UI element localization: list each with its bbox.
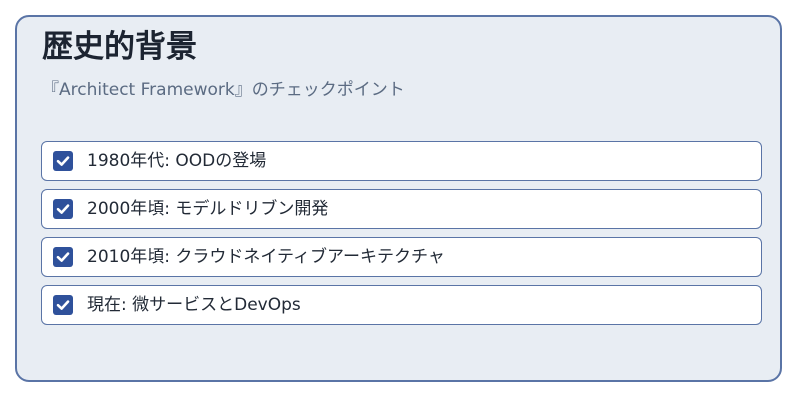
checkbox-checked[interactable] (53, 151, 73, 171)
checkbox-checked[interactable] (53, 199, 73, 219)
page-subtitle: 『Architect Framework』のチェックポイント (42, 80, 405, 100)
checklist-item-present[interactable]: 現在: 微サービスとDevOps (41, 285, 762, 325)
check-icon (56, 252, 70, 262)
checklist-item-2000s[interactable]: 2000年頃: モデルドリブン開発 (41, 189, 762, 229)
checklist-item-label: 2010年頃: クラウドネイティブアーキテクチャ (87, 247, 445, 267)
checklist-item-label: 現在: 微サービスとDevOps (87, 295, 301, 315)
checkbox-checked[interactable] (53, 247, 73, 267)
page-title: 歴史的背景 (42, 29, 197, 65)
check-icon (56, 204, 70, 214)
checklist-item-1980s[interactable]: 1980年代: OODの登場 (41, 141, 762, 181)
checklist-item-2010s[interactable]: 2010年頃: クラウドネイティブアーキテクチャ (41, 237, 762, 277)
check-icon (56, 300, 70, 310)
history-card: 歴史的背景 『Architect Framework』のチェックポイント 198… (15, 15, 782, 382)
check-icon (56, 156, 70, 166)
checklist-item-label: 1980年代: OODの登場 (87, 151, 267, 171)
checklist-item-label: 2000年頃: モデルドリブン開発 (87, 199, 329, 219)
checkbox-checked[interactable] (53, 295, 73, 315)
checklist: 1980年代: OODの登場 2000年頃: モデルドリブン開発 2010年頃:… (41, 141, 762, 333)
